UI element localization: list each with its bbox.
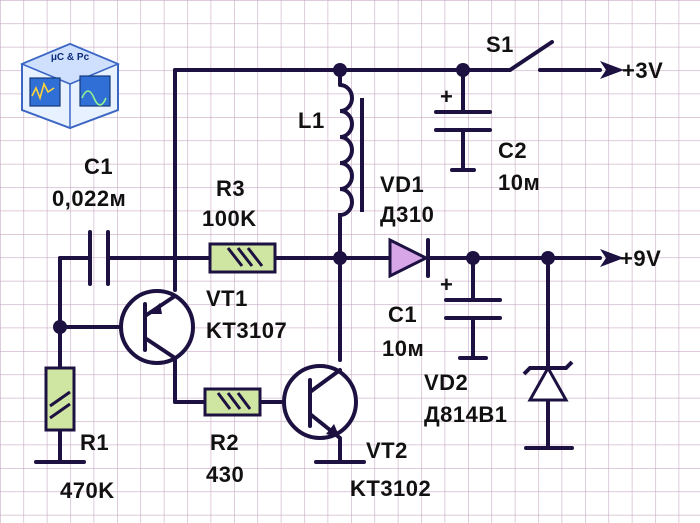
resistor-r3: R3 100K bbox=[202, 176, 277, 274]
capacitor-c1-output: + C1 10м bbox=[382, 272, 502, 361]
vt2-label: VT2 bbox=[366, 438, 408, 463]
c1-input-value: 0,022м bbox=[52, 186, 126, 211]
s1-label: S1 bbox=[486, 32, 514, 57]
c1-input-label: C1 bbox=[84, 154, 113, 179]
l1-label: L1 bbox=[298, 108, 325, 133]
r1-label: R1 bbox=[80, 430, 109, 455]
junctions bbox=[53, 63, 555, 334]
c2-value: 10м bbox=[498, 170, 540, 195]
logo-text: μC & Pc bbox=[51, 52, 90, 63]
terminal-plus9v: +9V bbox=[600, 246, 661, 271]
vt1-label: VT1 bbox=[206, 286, 248, 311]
capacitor-c2: + C2 10м bbox=[434, 84, 540, 195]
switch-s1: S1 bbox=[486, 32, 554, 72]
inductor-l1: L1 bbox=[298, 83, 364, 218]
diode-vd1: VD1 Д310 bbox=[380, 172, 434, 279]
vd2-value: Д814В1 bbox=[424, 402, 508, 427]
resistor-r1: R1 470K bbox=[44, 366, 115, 503]
plus3v-label: +3V bbox=[622, 58, 663, 83]
c2-plus-sign: + bbox=[440, 84, 453, 109]
resistor-r2: R2 430 bbox=[203, 387, 262, 487]
vd1-label: VD1 bbox=[380, 172, 424, 197]
logo-icon: μC & Pc bbox=[20, 42, 120, 130]
capacitor-c1-input: C1 0,022м bbox=[52, 154, 126, 286]
r2-value: 430 bbox=[206, 462, 244, 487]
c1-output-value: 10м bbox=[382, 336, 424, 361]
terminal-plus3v: +3V bbox=[600, 58, 663, 83]
vd1-value: Д310 bbox=[380, 202, 434, 227]
r3-value: 100K bbox=[202, 206, 257, 231]
c1-output-plus-sign: + bbox=[440, 272, 453, 297]
vd2-label: VD2 bbox=[424, 370, 468, 395]
c1-output-label: C1 bbox=[388, 302, 417, 327]
wires bbox=[34, 68, 602, 464]
plus9v-label: +9V bbox=[620, 246, 661, 271]
r2-label: R2 bbox=[210, 430, 239, 455]
zener-diode-vd2: VD2 Д814В1 bbox=[424, 360, 574, 427]
transistor-vt2: VT2 KT3102 bbox=[282, 364, 431, 501]
r1-value: 470K bbox=[60, 478, 115, 503]
transistor-vt1: VT1 KT3107 bbox=[119, 286, 287, 365]
vt2-value: KT3102 bbox=[350, 476, 431, 501]
c2-label: C2 bbox=[498, 138, 527, 163]
vt1-value: KT3107 bbox=[206, 318, 287, 343]
r3-label: R3 bbox=[216, 176, 245, 201]
